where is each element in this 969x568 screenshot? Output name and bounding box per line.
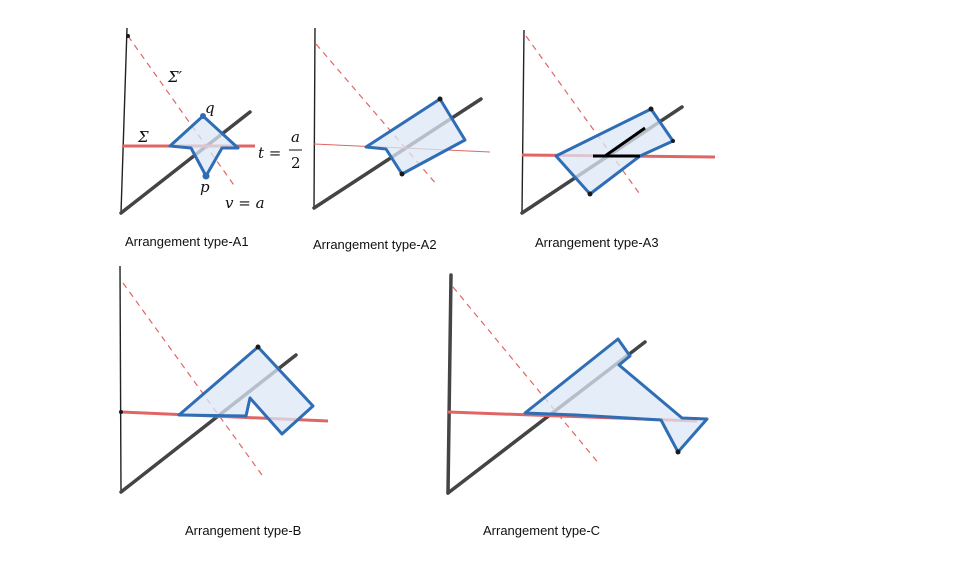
vertical-axis xyxy=(119,265,122,493)
point-p xyxy=(202,172,210,180)
caption-a1: Arrangement type-A1 xyxy=(125,234,249,249)
axis-point xyxy=(126,34,130,38)
p-label: p xyxy=(200,178,210,196)
v-equals-a-label: v = a xyxy=(225,194,265,212)
fraction-denominator: 2 xyxy=(291,154,301,172)
panel-a1: Σ′ Σ q p t = a 2 v = a Arrangement type-… xyxy=(119,27,302,249)
blue-region xyxy=(554,107,675,196)
caption-b: Arrangement type-B xyxy=(185,523,301,538)
caption-c: Arrangement type-C xyxy=(483,523,600,538)
blue-region xyxy=(364,97,467,176)
panel-b: Arrangement type-B xyxy=(119,265,329,538)
vertex-point xyxy=(648,106,654,112)
caption-a2: Arrangement type-A2 xyxy=(313,237,437,252)
blue-region xyxy=(177,345,315,436)
dashed-line xyxy=(127,35,237,189)
vertical-axis xyxy=(120,27,128,214)
diagonal-line xyxy=(119,110,252,215)
panel-a3: Arrangement type-A3 xyxy=(520,29,716,250)
vertex-point xyxy=(255,344,261,350)
vertex-point xyxy=(671,139,675,143)
vertex-point xyxy=(675,449,681,455)
vertical-axis xyxy=(313,27,316,209)
panel-c: Arrangement type-C xyxy=(446,273,709,538)
vertex-point xyxy=(437,96,443,102)
blue-region xyxy=(523,337,709,454)
vertex-point xyxy=(587,191,593,197)
sigma-prime-label: Σ′ xyxy=(167,68,183,86)
vertex-point xyxy=(399,171,405,177)
vertical-axis xyxy=(446,273,453,495)
point-q xyxy=(200,113,206,119)
dashed-line xyxy=(452,286,601,466)
sigma-label: Σ xyxy=(137,128,149,146)
fraction-numerator: a xyxy=(291,128,300,146)
axis-point xyxy=(119,410,123,414)
panel-a2: Arrangement type-A2 xyxy=(312,27,491,252)
q-label: q xyxy=(205,99,215,117)
vertical-axis xyxy=(521,29,525,214)
overlap-diagonal xyxy=(604,126,646,158)
caption-a3: Arrangement type-A3 xyxy=(535,235,659,250)
t-equals-label: t = xyxy=(258,144,281,162)
